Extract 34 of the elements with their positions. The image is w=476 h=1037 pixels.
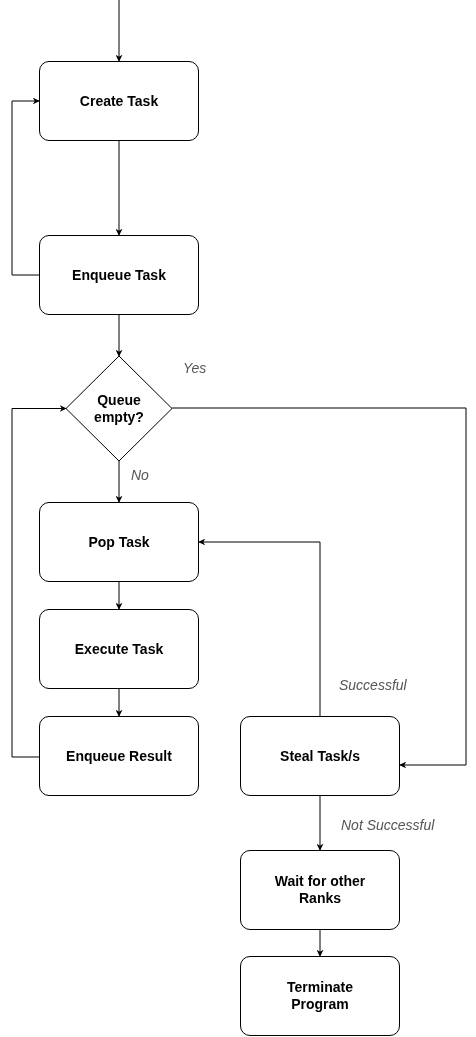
arrow: [115, 688, 123, 717]
arrow: [115, 581, 123, 610]
node-label: Wait for other Ranks: [273, 873, 367, 907]
node-label: Queue empty?: [93, 391, 145, 426]
arrow: [115, 0, 123, 62]
edge-label: Successful: [339, 677, 407, 693]
arrow: [198, 538, 321, 717]
decision-diamond: [65, 355, 173, 462]
node-label: Execute Task: [73, 640, 165, 658]
process-box: [240, 850, 400, 930]
node-label: Enqueue Task: [71, 266, 167, 284]
node-label: Steal Task/s: [279, 747, 361, 765]
process-box: [39, 609, 199, 689]
process-box: [39, 716, 199, 796]
arrow: [115, 140, 123, 236]
process-box: [240, 956, 400, 1036]
arrow: [115, 460, 123, 503]
process-box: [39, 235, 199, 315]
node-label: Terminate Program: [286, 979, 354, 1013]
edge-label: Yes: [183, 360, 207, 376]
process-box: [39, 502, 199, 582]
node-label: Pop Task: [87, 533, 151, 551]
edge-label: Not Successful: [341, 817, 435, 833]
arrow: [115, 314, 123, 357]
node-label: Create Task: [78, 92, 160, 110]
process-box: [240, 716, 400, 796]
arrow: [11, 405, 67, 758]
arrow: [171, 407, 467, 769]
arrow: [316, 795, 324, 851]
arrow: [11, 97, 40, 276]
arrow: [316, 929, 324, 957]
node-label: Enqueue Result: [65, 747, 173, 765]
process-box: [39, 61, 199, 141]
edge-label: No: [131, 467, 149, 483]
